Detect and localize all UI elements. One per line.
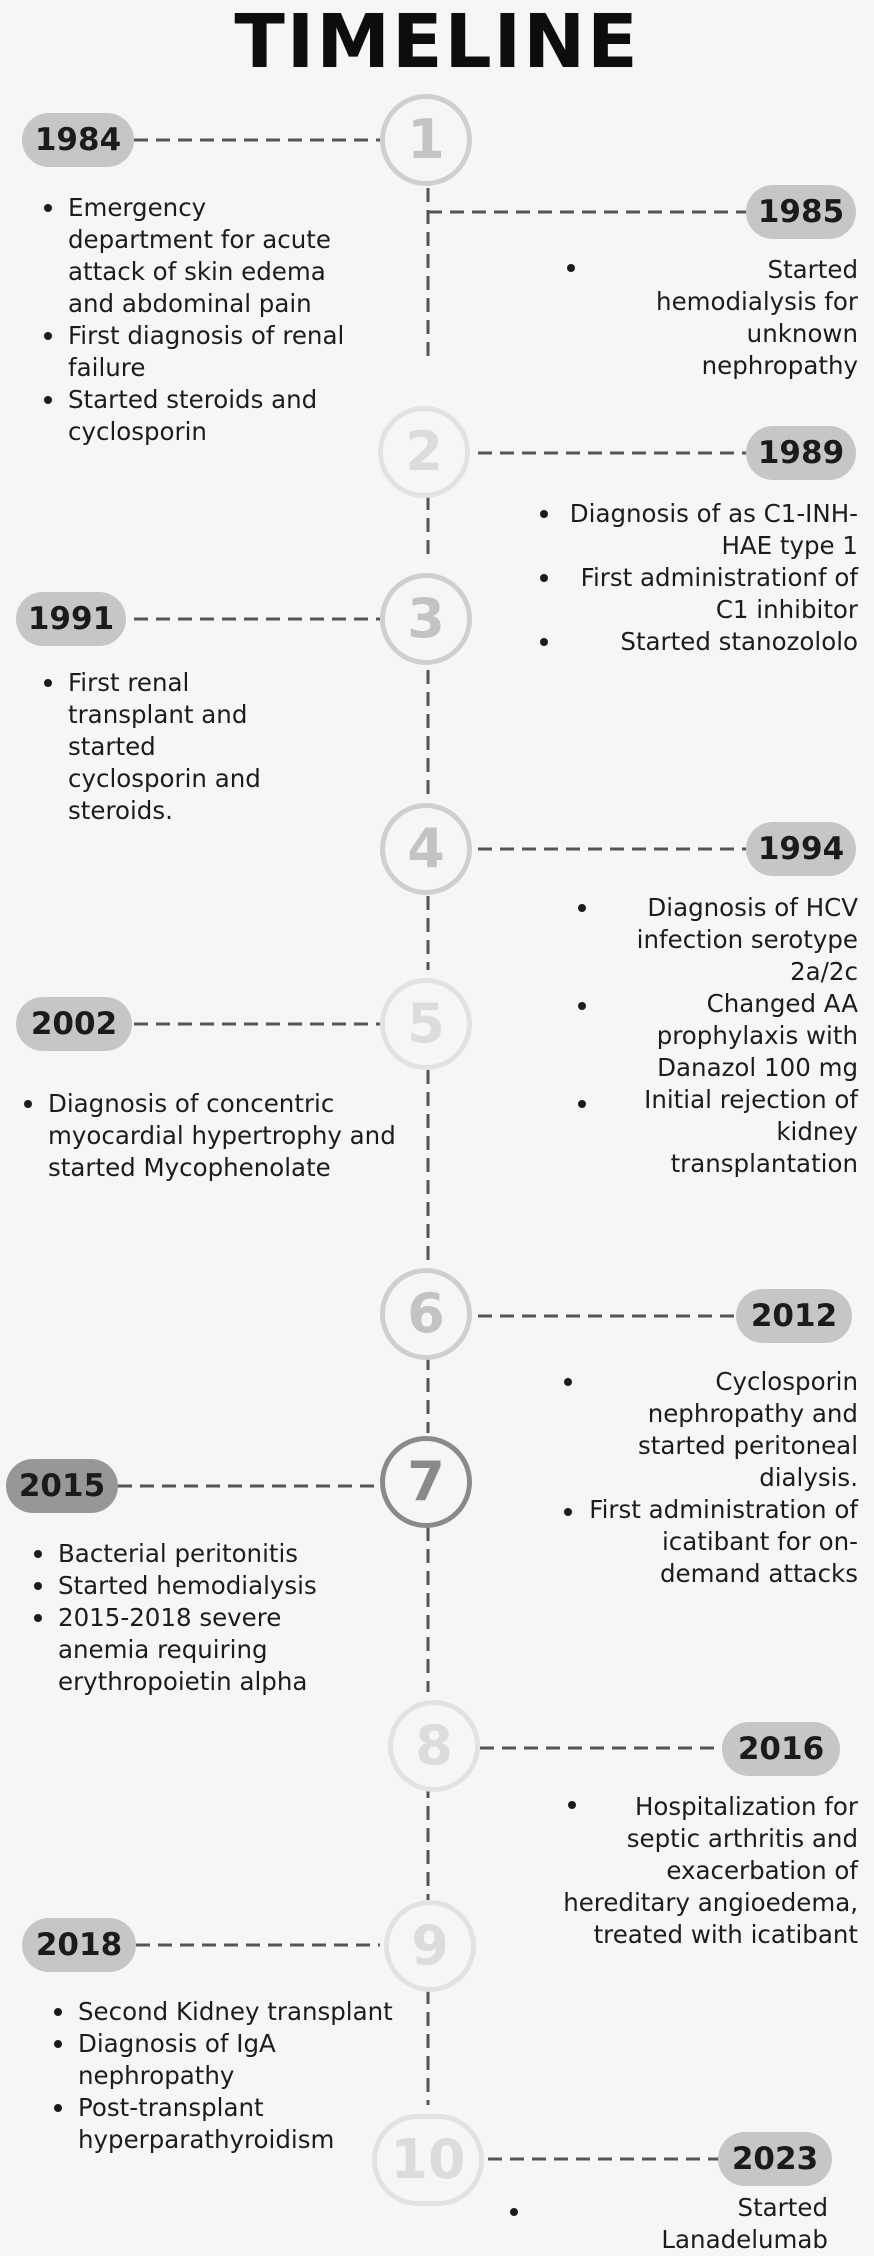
step-9-circle: 9 [384,1900,476,1992]
step-2-circle: 2 [378,406,470,498]
bullet-dot [578,904,586,912]
bullet-dot [578,1100,586,1108]
page-title: TIMELINE [234,0,640,85]
year-badge-2018: 2018 [22,1918,136,1972]
event-1994-list: Diagnosis of HCV infection serotype 2a/2… [596,892,858,1180]
bullet-dot [540,638,548,646]
bullet-dot [540,574,548,582]
year-badge-2023: 2023 [718,2132,832,2186]
event-2016-list: Hospitalization for septic arthritis and… [556,1791,858,1951]
bullet-dot [567,264,575,272]
list-item: Emergency department for acute attack of… [40,192,350,320]
year-badge-1994: 1994 [746,822,856,876]
list-item: 2015-2018 severe anemia requiring erythr… [30,1602,380,1698]
bullet-dot [578,1002,586,1010]
event-2023-list: Started Lanadelumab [600,2192,828,2256]
list-item: Started steroids and cyclosporin [40,384,350,448]
event-1985-list: Started hemodialysis for unknown nephrop… [600,254,858,382]
step-10-circle: 10 [372,2114,484,2206]
list-item: Started stanozololo [620,627,858,656]
event-1989-list: Diagnosis of as C1-INH-HAE type 1 First … [560,498,858,658]
step-4-circle: 4 [380,803,472,895]
event-2012-list: Cyclosporin nephropathy and started peri… [580,1366,858,1590]
step-8-circle: 8 [388,1700,480,1792]
list-item: First administration of icatibant for on… [589,1495,858,1588]
list-item: Post-transplant hyperparathyroidism [50,2092,400,2156]
event-1984-list: Emergency department for acute attack of… [40,192,350,448]
event-2015-list: Bacterial peritonitis Started hemodialys… [30,1538,380,1698]
year-badge-1989: 1989 [746,426,856,480]
year-badge-2015: 2015 [6,1459,118,1513]
event-1991-list: First renal transplant and started cyclo… [40,667,300,827]
bullet-dot [568,1801,576,1809]
list-item: First diagnosis of renal failure [40,320,350,384]
event-2002-list: Diagnosis of concentric myocardial hyper… [20,1088,400,1184]
step-7-circle: 7 [380,1436,472,1528]
list-item: Diagnosis of IgA nephropathy [50,2028,400,2092]
list-item: Started hemodialysis [30,1570,380,1602]
list-item: Hospitalization for septic arthritis and… [563,1792,858,1949]
year-badge-2002: 2002 [16,997,132,1051]
year-badge-2016: 2016 [722,1722,840,1776]
list-item: Diagnosis of HCV infection serotype 2a/2… [636,893,858,986]
step-3-circle: 3 [380,573,472,665]
year-badge-1984: 1984 [22,113,134,167]
list-item: First administrationf of C1 inhibitor [580,563,858,624]
list-item: Bacterial peritonitis [30,1538,380,1570]
bullet-dot [540,510,548,518]
list-item: Initial rejection of kidney transplantat… [644,1085,858,1178]
year-badge-2012: 2012 [736,1289,852,1343]
bullet-dot [564,1508,572,1516]
list-item: Second Kidney transplant [50,1996,400,2028]
list-item: Diagnosis of concentric myocardial hyper… [20,1088,400,1184]
year-badge-1985: 1985 [746,185,856,239]
list-item: Started hemodialysis for unknown nephrop… [656,255,858,380]
list-item: Started Lanadelumab [661,2193,828,2254]
bullet-dot [564,1378,572,1386]
step-1-circle: 1 [380,94,472,186]
list-item: Diagnosis of as C1-INH-HAE type 1 [569,499,858,560]
list-item: Cyclosporin nephropathy and started peri… [638,1367,858,1492]
list-item: Changed AA prophylaxis with Danazol 100 … [656,989,858,1082]
event-2018-list: Second Kidney transplant Diagnosis of Ig… [50,1996,400,2156]
bullet-dot [510,2208,518,2216]
year-badge-1991: 1991 [16,592,126,646]
step-6-circle: 6 [380,1268,472,1360]
list-item: First renal transplant and started cyclo… [40,667,300,827]
step-5-circle: 5 [380,978,472,1070]
